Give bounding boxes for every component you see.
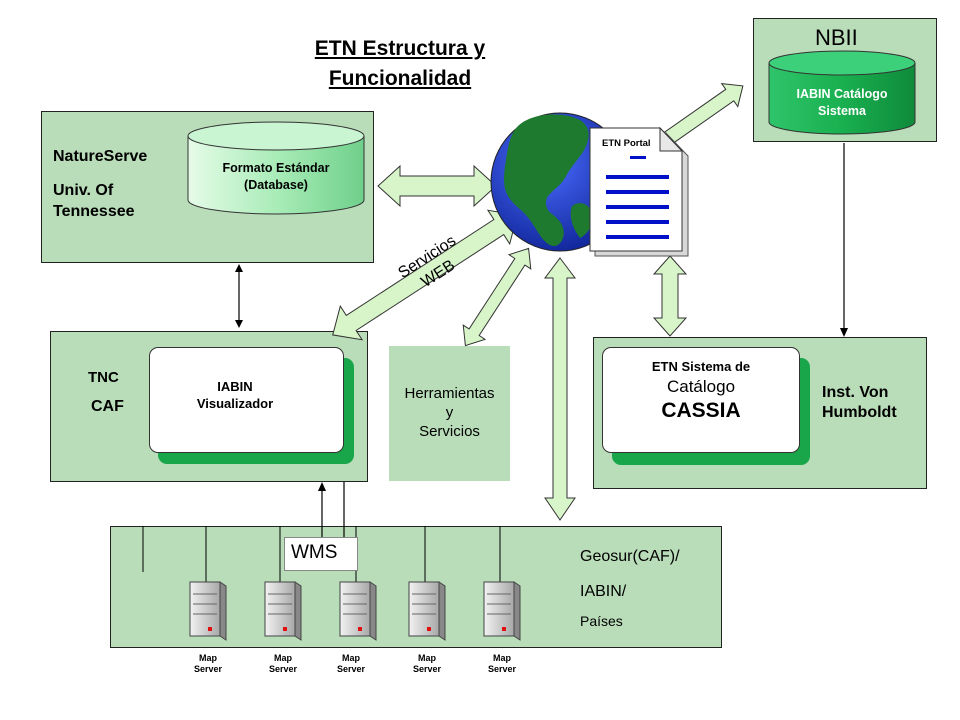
database-icon [768, 50, 916, 135]
nbii-catalog-label: IABIN Catálogo Sistema [796, 87, 888, 118]
server-icon [264, 581, 302, 641]
paises-label: Países [580, 613, 623, 629]
bus-lines [142, 526, 501, 582]
double-arrow [652, 255, 688, 337]
document-icon [589, 126, 689, 257]
cassia-label: ETN Sistema de Catálogo CASSIA [651, 359, 751, 422]
geosur-label: Geosur(CAF)/ [580, 548, 680, 565]
database-icon [187, 121, 365, 215]
wms-label-box [284, 537, 358, 571]
page-title: ETN Estructura y Funcionalidad [314, 37, 486, 90]
tools-services-box [389, 346, 510, 481]
tools-arrow [462, 247, 532, 347]
visualizer-label: IABIN Visualizador [196, 379, 274, 411]
caf-label: CAF [91, 398, 124, 415]
server-icon [408, 581, 446, 641]
double-arrow [544, 257, 576, 521]
tnc-label: TNC [88, 369, 119, 386]
server-icon [189, 581, 227, 641]
database-label: Formato Estándar (Database) [222, 161, 330, 192]
nbii-label: NBII [815, 25, 858, 50]
double-arrow [377, 164, 497, 208]
univ-tennessee-label: Univ. Of Tennessee [53, 182, 135, 220]
double-arrow [235, 264, 243, 328]
wms-label: WMS [291, 542, 338, 563]
arrow [318, 482, 326, 540]
natureserve-label: NatureServe [53, 148, 148, 165]
visualizer-card [149, 347, 344, 453]
iabin-label: IABIN/ [580, 583, 627, 600]
portal-label: ETN Portal [602, 138, 651, 149]
tools-label: Herramientas y Servicios [404, 385, 495, 440]
humboldt-label: Inst. Von Humboldt [822, 384, 897, 421]
cassia-card [602, 347, 800, 453]
server-icon [339, 581, 377, 641]
arrow [840, 143, 848, 337]
server-icon [483, 581, 521, 641]
